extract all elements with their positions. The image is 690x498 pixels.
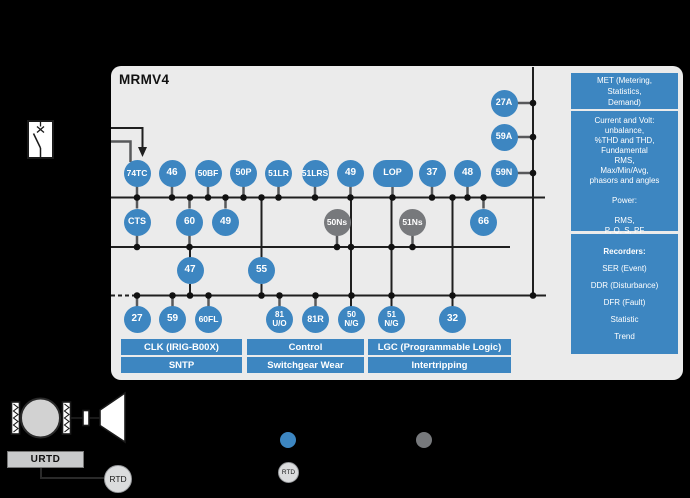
info-line: Current and Volt: xyxy=(594,116,655,125)
info-line: Recorders: xyxy=(603,247,646,256)
function-node-81UO: 81 U/O xyxy=(266,306,293,333)
function-node-50P: 50P xyxy=(230,159,257,187)
rtd-sensor-circle: RTD xyxy=(104,465,132,493)
function-node-51LRS: 51LRS xyxy=(301,159,329,187)
function-node-51LR: 51LR xyxy=(265,159,292,187)
info-line: RMS, xyxy=(614,156,635,165)
info-line xyxy=(571,186,678,196)
legend-blue-dot-icon xyxy=(280,432,296,448)
function-node-59: 59 xyxy=(159,306,186,333)
info-line: %THD and THD, xyxy=(594,136,655,145)
info-line: Statistic xyxy=(610,315,639,324)
info-line: Trend xyxy=(614,332,635,341)
function-node-27: 27 xyxy=(123,306,151,333)
info-line: Fundamental xyxy=(601,146,648,155)
function-node-32: 32 xyxy=(439,306,466,333)
info-line: unbalance, xyxy=(604,126,645,135)
function-node-49b: 49 xyxy=(212,208,239,236)
info-line: RMS, xyxy=(614,216,635,225)
info-line: Demand) xyxy=(608,98,641,107)
function-node-60: 60 xyxy=(176,208,203,236)
function-node-50NG: 50 N/G xyxy=(338,306,365,333)
function-node-59A: 59A xyxy=(490,123,518,151)
function-node-47: 47 xyxy=(176,257,204,284)
info-line: P, Q, S, PF xyxy=(604,226,645,235)
motor-symbol xyxy=(10,391,126,444)
function-node-51NG: 51 N/G xyxy=(378,306,405,333)
legend-gray-dot-icon xyxy=(416,432,432,448)
fan-symbol xyxy=(99,391,126,444)
function-box-lgc-row2: Intertripping xyxy=(368,357,511,373)
function-node-51Ns: 51Ns xyxy=(399,208,426,236)
function-node-49: 49 xyxy=(337,159,364,187)
info-line: DDR (Disturbance) xyxy=(590,281,659,290)
function-node-27A: 27A xyxy=(490,89,518,117)
info-line: Max/Min/Avg, xyxy=(600,166,649,175)
function-node-50Ns: 50Ns xyxy=(323,208,351,236)
function-node-48: 48 xyxy=(454,159,481,187)
info-line xyxy=(571,206,678,216)
function-box-clk-row1: CLK (IRIG-B00X) xyxy=(121,339,242,355)
function-node-66: 66 xyxy=(470,208,497,236)
info-line: Power: xyxy=(612,196,637,205)
info-line: phasors and angles xyxy=(589,176,660,185)
function-node-74TC: 74TC xyxy=(123,159,151,187)
info-panel-met: MET (Metering, Statistics, Demand) xyxy=(571,73,678,109)
info-line: MET (Metering, xyxy=(597,76,652,85)
function-box-control-row1: Control xyxy=(247,339,364,355)
info-panel-recorders: Recorders: SER (Event) DDR (Disturbance) DF… xyxy=(571,234,678,354)
info-line: SER (Event) xyxy=(602,264,647,273)
function-node-59N: 59N xyxy=(490,159,518,187)
function-box-clk-row2: SNTP xyxy=(121,357,242,373)
info-line: Statistics, xyxy=(607,87,642,96)
panel-title: MRMV4 xyxy=(119,72,170,87)
function-box-lgc-row1: LGC (Programmable Logic) xyxy=(368,339,511,355)
function-node-55: 55 xyxy=(248,257,275,284)
info-line: DFR (Fault) xyxy=(603,298,646,307)
breaker-symbol xyxy=(27,120,54,159)
legend-rtd-circle: RTD xyxy=(278,461,299,483)
function-node-46: 46 xyxy=(158,159,186,187)
function-node-LOP: LOP xyxy=(372,159,413,187)
urtd-box: URTD xyxy=(7,451,84,468)
info-panel-current-volt: Current and Volt:unbalance,%THD and THD,… xyxy=(571,111,678,235)
function-node-37: 37 xyxy=(418,159,446,187)
function-node-60FL: 60FL xyxy=(195,306,222,333)
function-node-81R: 81R xyxy=(302,306,329,333)
function-node-CTS: CTS xyxy=(123,208,151,236)
function-box-control-row2: Switchgear Wear xyxy=(247,357,364,373)
function-node-50BF: 50BF xyxy=(194,159,222,187)
